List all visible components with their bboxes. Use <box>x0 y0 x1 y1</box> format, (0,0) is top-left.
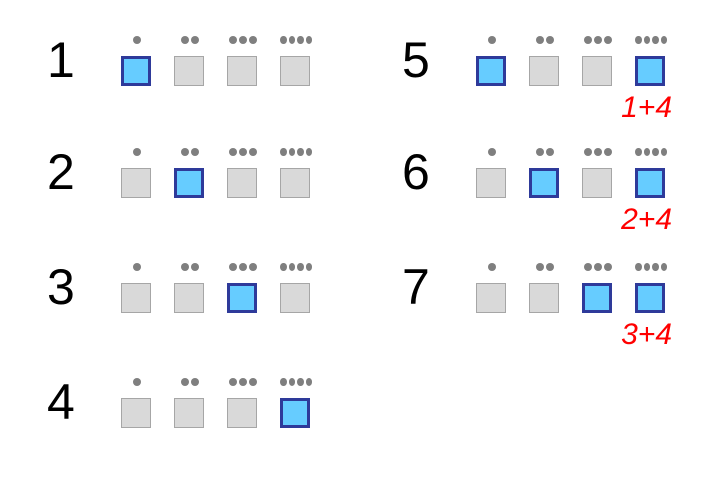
position-box <box>227 168 257 198</box>
row-number: 2 <box>47 144 75 200</box>
dot-marker-4 <box>635 35 667 45</box>
dot-marker-4 <box>280 147 312 157</box>
position-box <box>121 168 151 198</box>
combination-label: 2+4 <box>621 203 672 236</box>
position-3 <box>582 35 614 86</box>
dot-marker-2 <box>174 377 206 387</box>
position-2 <box>174 147 206 198</box>
dot-marker-1 <box>121 262 153 272</box>
dot-marker-3 <box>227 147 259 157</box>
position-box <box>635 168 665 198</box>
position-3 <box>227 377 259 428</box>
position-box <box>476 56 506 86</box>
position-1 <box>121 147 153 198</box>
dot-marker-4 <box>280 262 312 272</box>
position-4 <box>280 147 312 198</box>
position-box <box>174 56 204 86</box>
position-3 <box>227 262 259 313</box>
position-4 <box>280 35 312 86</box>
position-box <box>121 56 151 86</box>
dot-marker-3 <box>227 377 259 387</box>
position-1 <box>476 147 508 198</box>
dot-marker-4 <box>635 147 667 157</box>
position-box <box>280 398 310 428</box>
position-2 <box>174 262 206 313</box>
position-3 <box>227 35 259 86</box>
position-1 <box>121 262 153 313</box>
position-4 <box>280 377 312 428</box>
dot-marker-3 <box>582 262 614 272</box>
dot-marker-4 <box>280 377 312 387</box>
dot-marker-2 <box>174 147 206 157</box>
position-4 <box>635 262 667 313</box>
combination-label: 1+4 <box>621 91 672 124</box>
dot-marker-1 <box>121 147 153 157</box>
dot-marker-1 <box>121 377 153 387</box>
dot-marker-4 <box>635 262 667 272</box>
position-2 <box>174 35 206 86</box>
position-box <box>174 283 204 313</box>
dot-marker-1 <box>476 262 508 272</box>
position-box <box>476 168 506 198</box>
position-box <box>280 56 310 86</box>
dot-marker-1 <box>476 35 508 45</box>
position-2 <box>529 147 561 198</box>
position-box <box>635 56 665 86</box>
position-2 <box>529 262 561 313</box>
position-box <box>227 283 257 313</box>
position-box <box>174 398 204 428</box>
position-2 <box>174 377 206 428</box>
row-number: 1 <box>47 32 75 88</box>
position-1 <box>476 262 508 313</box>
position-box <box>529 168 559 198</box>
dot-marker-1 <box>476 147 508 157</box>
position-box <box>476 283 506 313</box>
position-box <box>582 56 612 86</box>
position-box <box>227 398 257 428</box>
dot-marker-2 <box>174 262 206 272</box>
dot-marker-3 <box>227 35 259 45</box>
row-number: 6 <box>402 144 430 200</box>
position-1 <box>121 35 153 86</box>
row-number: 3 <box>47 259 75 315</box>
position-3 <box>227 147 259 198</box>
position-box <box>529 56 559 86</box>
position-2 <box>529 35 561 86</box>
dot-marker-1 <box>121 35 153 45</box>
dot-marker-4 <box>280 35 312 45</box>
position-1 <box>121 377 153 428</box>
dot-marker-2 <box>174 35 206 45</box>
row-number: 4 <box>47 374 75 430</box>
position-4 <box>635 35 667 86</box>
position-box <box>121 283 151 313</box>
position-box <box>582 168 612 198</box>
dot-marker-3 <box>227 262 259 272</box>
row-number: 7 <box>402 259 430 315</box>
position-box <box>227 56 257 86</box>
dot-marker-3 <box>582 147 614 157</box>
dot-marker-2 <box>529 147 561 157</box>
position-box <box>121 398 151 428</box>
position-box <box>280 168 310 198</box>
position-box <box>635 283 665 313</box>
position-3 <box>582 147 614 198</box>
dot-marker-2 <box>529 35 561 45</box>
position-3 <box>582 262 614 313</box>
position-4 <box>280 262 312 313</box>
position-box <box>174 168 204 198</box>
row-number: 5 <box>402 32 430 88</box>
dot-marker-2 <box>529 262 561 272</box>
dot-marker-3 <box>582 35 614 45</box>
combination-label: 3+4 <box>621 318 672 351</box>
position-box <box>582 283 612 313</box>
position-1 <box>476 35 508 86</box>
position-box <box>529 283 559 313</box>
position-box <box>280 283 310 313</box>
position-4 <box>635 147 667 198</box>
